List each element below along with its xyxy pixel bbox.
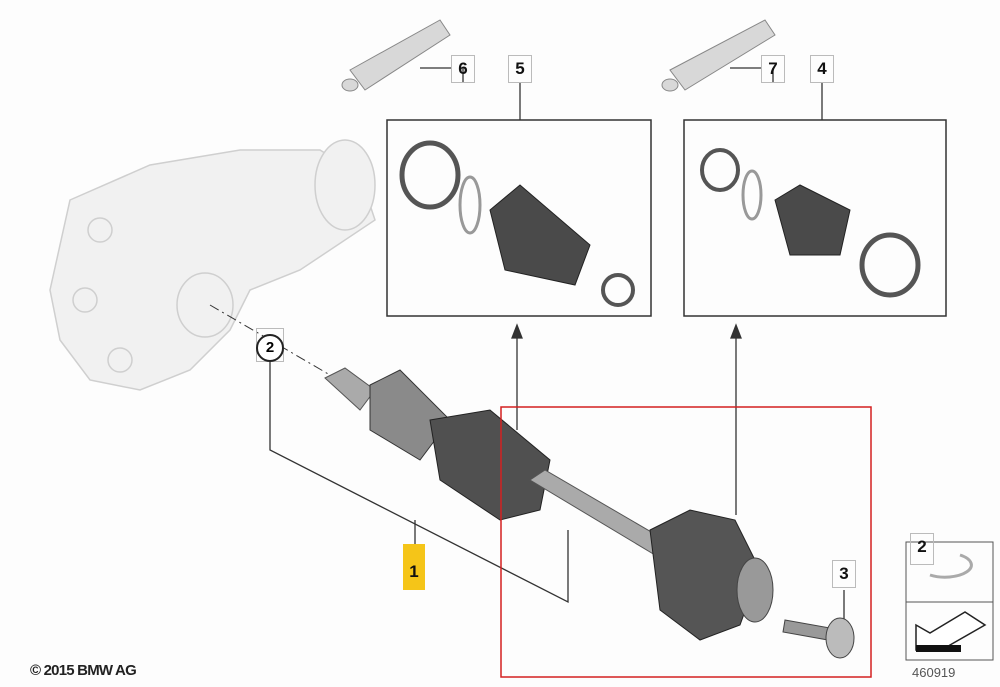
boot-kit-inner-frame: [386, 119, 652, 317]
grease-tube-left: [341, 19, 451, 92]
legend-box: [905, 541, 994, 661]
callout-4[interactable]: 4: [810, 55, 834, 83]
copyright: © 2015 BMW AG: [30, 662, 137, 679]
grease-tube-right: [661, 19, 776, 92]
boot-kit-inner-parts: [399, 140, 635, 307]
callout-5[interactable]: 5: [508, 55, 532, 83]
arrow-symbol-icon: [915, 611, 987, 651]
circlip-icon: [929, 553, 973, 579]
leader-lines: [269, 67, 845, 625]
callout-3[interactable]: 3: [832, 560, 856, 588]
legend-callout-2[interactable]: 2: [910, 533, 934, 565]
callout-1[interactable]: 1: [403, 544, 425, 590]
boot-kit-outer-parts: [700, 148, 921, 298]
arrows: [511, 323, 742, 515]
diagram-number: 460919: [912, 665, 956, 680]
callout-2[interactable]: 2: [256, 334, 284, 362]
boot-kit-outer-frame: [683, 119, 947, 317]
differential-housing: [49, 139, 376, 391]
bolt: [782, 617, 855, 659]
highlight-frame: [500, 406, 872, 678]
callout-7[interactable]: 7: [761, 55, 785, 83]
callout-6[interactable]: 6: [451, 55, 475, 83]
drive-shaft: [324, 367, 774, 641]
